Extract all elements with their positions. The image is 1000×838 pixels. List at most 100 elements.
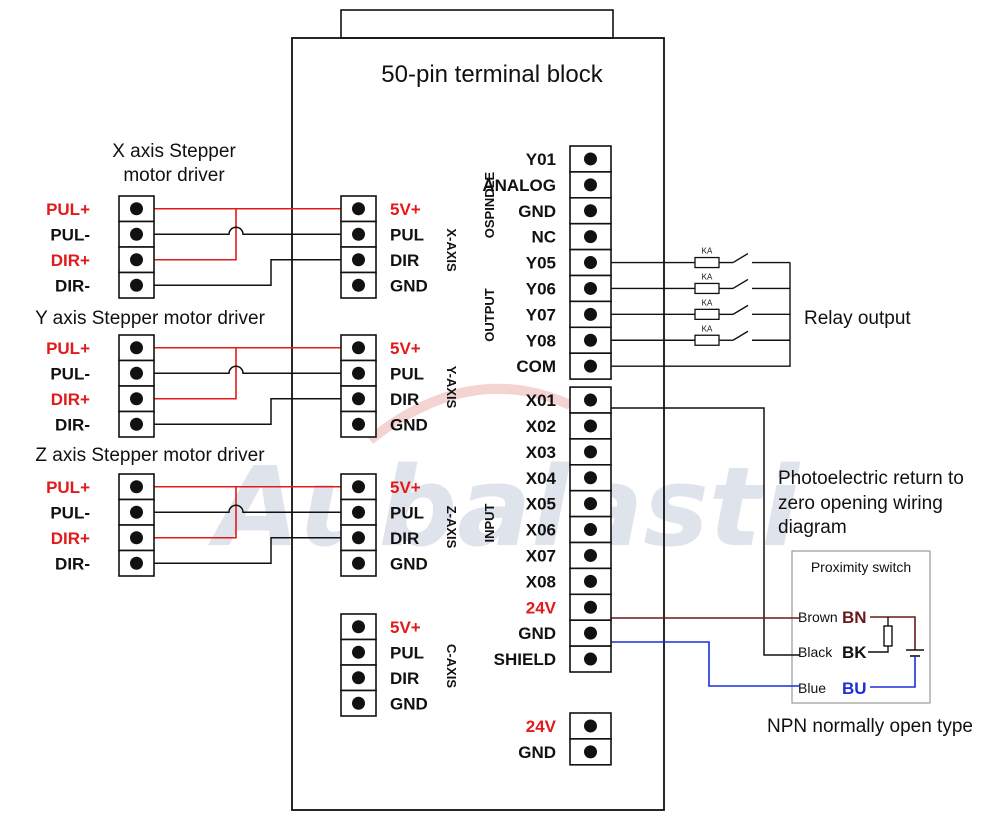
relay-coil xyxy=(694,308,720,321)
screw-dot xyxy=(584,652,597,666)
io-terminal xyxy=(569,300,612,329)
pul-minus-wire xyxy=(140,226,357,235)
screw-dot xyxy=(130,227,143,241)
screw-dot xyxy=(584,307,597,321)
resistor-lead-bottom xyxy=(868,646,889,653)
blue-code: BU xyxy=(842,679,867,698)
dir-plus-wire xyxy=(140,486,237,539)
connector-tab xyxy=(340,9,614,39)
terminal-cell xyxy=(118,220,155,248)
io-pin-label: Y07 xyxy=(526,305,556,324)
screw-dot xyxy=(130,253,143,267)
c-axis-label: C-AXIS xyxy=(444,644,459,688)
screw-dot xyxy=(584,745,597,759)
terminal-cell xyxy=(340,410,377,438)
screw-dot xyxy=(352,341,365,355)
driver-wire-set xyxy=(140,346,357,425)
screw-dot xyxy=(352,531,365,545)
relay-channel: KA xyxy=(595,298,790,321)
io-pin-label: X03 xyxy=(526,443,556,462)
screw-dot xyxy=(352,671,365,685)
screw-dot xyxy=(130,505,143,519)
io-pin-label: Y05 xyxy=(526,254,556,273)
axis-pin-label: PUL xyxy=(390,225,424,244)
screw-dot xyxy=(584,471,597,485)
npn-type-caption: NPN normally open type xyxy=(767,716,973,737)
pul-minus-wire xyxy=(140,504,357,513)
driver-terminal-block: PUL+PUL-DIR+DIR- xyxy=(46,473,155,577)
io-terminal xyxy=(569,145,612,173)
brown-wire-label: Brown xyxy=(798,609,838,625)
screw-dot xyxy=(584,204,597,218)
x-driver-caption-2: motor driver xyxy=(123,165,225,186)
screw-dot xyxy=(352,253,365,267)
io-terminal xyxy=(569,438,612,466)
screw-dot xyxy=(352,480,365,494)
output-group-label: OUTPUT xyxy=(482,288,497,342)
driver-pin-label: PUL+ xyxy=(46,478,90,497)
screw-dot xyxy=(130,278,143,292)
pullup-resistor xyxy=(883,625,893,647)
driver-pin-label: PUL- xyxy=(50,225,90,244)
axis-terminal xyxy=(340,473,377,501)
driver-terminal xyxy=(118,498,155,526)
relay-contact xyxy=(732,304,749,315)
io-pin-label: NC xyxy=(531,228,556,247)
driver-terminal xyxy=(118,359,155,387)
io-terminal xyxy=(569,352,612,380)
io-pin-label: COM xyxy=(516,357,556,376)
terminal-block-outline xyxy=(291,37,665,811)
driver-pin-label: DIR+ xyxy=(51,251,90,270)
screw-dot xyxy=(352,556,365,570)
screw-dot xyxy=(584,719,597,733)
axis-terminal xyxy=(340,246,377,274)
io-terminal xyxy=(569,274,612,303)
driver-pin-label: DIR+ xyxy=(51,529,90,548)
relay-channel: KA xyxy=(595,272,790,295)
relay-coil-label: KA xyxy=(702,298,713,307)
dir-plus-wire xyxy=(140,208,237,261)
z-driver-caption: Z axis Stepper motor driver xyxy=(35,445,265,466)
screw-dot xyxy=(352,202,365,216)
power-pin-label: GND xyxy=(518,743,556,762)
dir-minus-wire xyxy=(140,259,357,286)
driver-terminals: PUL+PUL-DIR+DIR-PUL+PUL-DIR+DIR-PUL+PUL-… xyxy=(46,195,155,577)
io-pin-label: GND xyxy=(518,624,556,643)
screw-dot xyxy=(130,392,143,406)
pul-minus-wire xyxy=(140,365,357,374)
driver-terminal-block: PUL+PUL-DIR+DIR- xyxy=(46,334,155,438)
axis-terminal xyxy=(340,524,377,552)
dir-minus-wire xyxy=(140,398,357,425)
axis-pin-label: PUL xyxy=(390,503,424,522)
screw-dot xyxy=(584,152,597,166)
io-terminal xyxy=(569,567,612,596)
io-terminal xyxy=(569,412,612,440)
terminal-cell xyxy=(118,385,155,413)
sensor-blue-internal xyxy=(870,656,916,688)
driver-terminal xyxy=(118,246,155,274)
io-terminal xyxy=(569,489,612,518)
screw-dot xyxy=(130,417,143,431)
screw-dot xyxy=(352,227,365,241)
driver-terminal xyxy=(118,220,155,248)
io-terminal xyxy=(569,386,612,414)
axis-pin-label: DIR xyxy=(390,669,419,688)
io-terminal xyxy=(569,593,612,621)
screw-dot xyxy=(130,480,143,494)
axis-terminal xyxy=(340,385,377,413)
proximity-switch-title: Proximity switch xyxy=(811,559,911,575)
screw-dot xyxy=(130,556,143,570)
axis-terminal xyxy=(340,220,377,248)
screw-dot xyxy=(352,392,365,406)
io-terminal xyxy=(569,645,612,673)
power-terminal xyxy=(569,712,612,740)
z-axis-label: Z-AXIS xyxy=(444,506,459,549)
screw-dot xyxy=(130,366,143,380)
screw-dot xyxy=(584,333,597,347)
terminal-cell xyxy=(340,689,377,717)
